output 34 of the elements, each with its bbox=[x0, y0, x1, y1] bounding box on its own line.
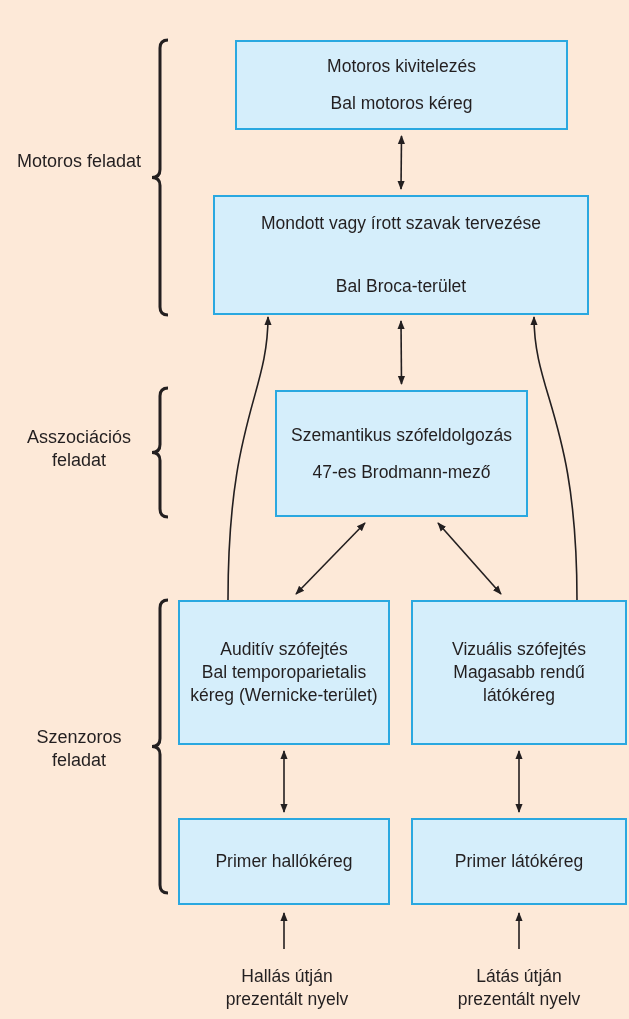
arrow bbox=[515, 912, 523, 950]
arrow bbox=[515, 750, 523, 813]
process-box bbox=[213, 195, 589, 315]
section-label: Asszociációs feladat bbox=[25, 426, 132, 473]
box-text: Vizuális szófejtés bbox=[452, 638, 586, 662]
box-text: Szemantikus szófeldolgozás bbox=[291, 423, 512, 447]
process-box bbox=[178, 818, 390, 905]
arrow bbox=[227, 316, 272, 601]
arrow bbox=[295, 522, 366, 595]
box-text: Primer látókéreg bbox=[454, 850, 584, 873]
box-text: Magasabb rendű látókéreg bbox=[452, 661, 586, 707]
arrow bbox=[397, 135, 405, 190]
box-text: Bal Broca-terület bbox=[335, 275, 467, 298]
box-text: Bal motoros kéreg bbox=[330, 92, 473, 115]
process-box bbox=[235, 40, 568, 130]
process-box bbox=[178, 600, 390, 745]
arrow bbox=[280, 750, 288, 813]
box-text: Auditív szófejtés bbox=[220, 638, 348, 662]
process-box bbox=[411, 818, 627, 905]
box-text: 47-es Brodmann-mező bbox=[312, 460, 491, 484]
box-text: Mondott vagy írott szavak tervezése bbox=[260, 212, 542, 235]
box-text: Primer hallókéreg bbox=[215, 850, 353, 873]
input-label: Látás útján prezentált nyelv bbox=[456, 965, 582, 1011]
arrow bbox=[530, 316, 578, 601]
arrow bbox=[397, 320, 406, 385]
arrow bbox=[437, 522, 502, 595]
input-label: Hallás útján prezentált nyelv bbox=[224, 965, 350, 1011]
box-text: Bal temporoparietalis kéreg (Wernicke-terület) bbox=[189, 661, 379, 707]
section-label: Motoros feladat bbox=[15, 150, 143, 173]
box-text: Motoros kivitelezés bbox=[327, 55, 476, 78]
process-box bbox=[411, 600, 627, 745]
section-label: Szenzoros feladat bbox=[35, 726, 123, 773]
arrow bbox=[280, 912, 288, 950]
process-box bbox=[275, 390, 528, 517]
